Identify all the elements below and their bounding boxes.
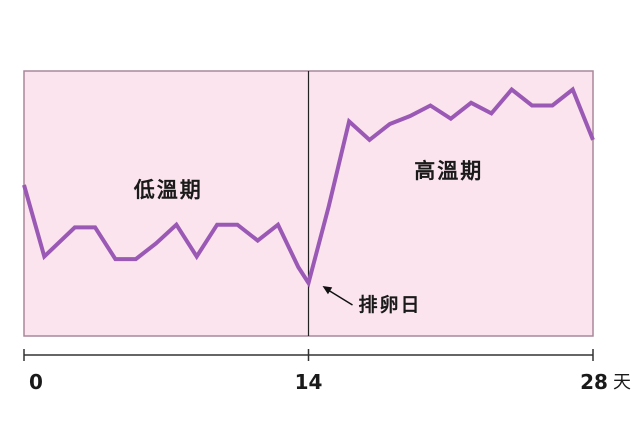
ovulation-day-label: 排卵日 <box>359 293 422 316</box>
ovulation-arrow-line <box>326 288 353 306</box>
x-tick-label: 14 <box>295 370 323 394</box>
x-axis-unit-label: 天 <box>613 372 631 393</box>
ovulation-annotation: 排卵日 <box>322 286 422 316</box>
low-temperature-phase-label: 低溫期 <box>133 178 203 202</box>
ovulation-arrow-head <box>322 286 333 295</box>
high-temperature-phase-label: 高溫期 <box>414 159 483 183</box>
x-tick-label: 0 <box>29 370 43 394</box>
x-axis-ticks: 0 14 28 <box>23 349 608 394</box>
temperature-series-line <box>22 86 595 288</box>
x-tick-label: 28 <box>580 370 608 394</box>
